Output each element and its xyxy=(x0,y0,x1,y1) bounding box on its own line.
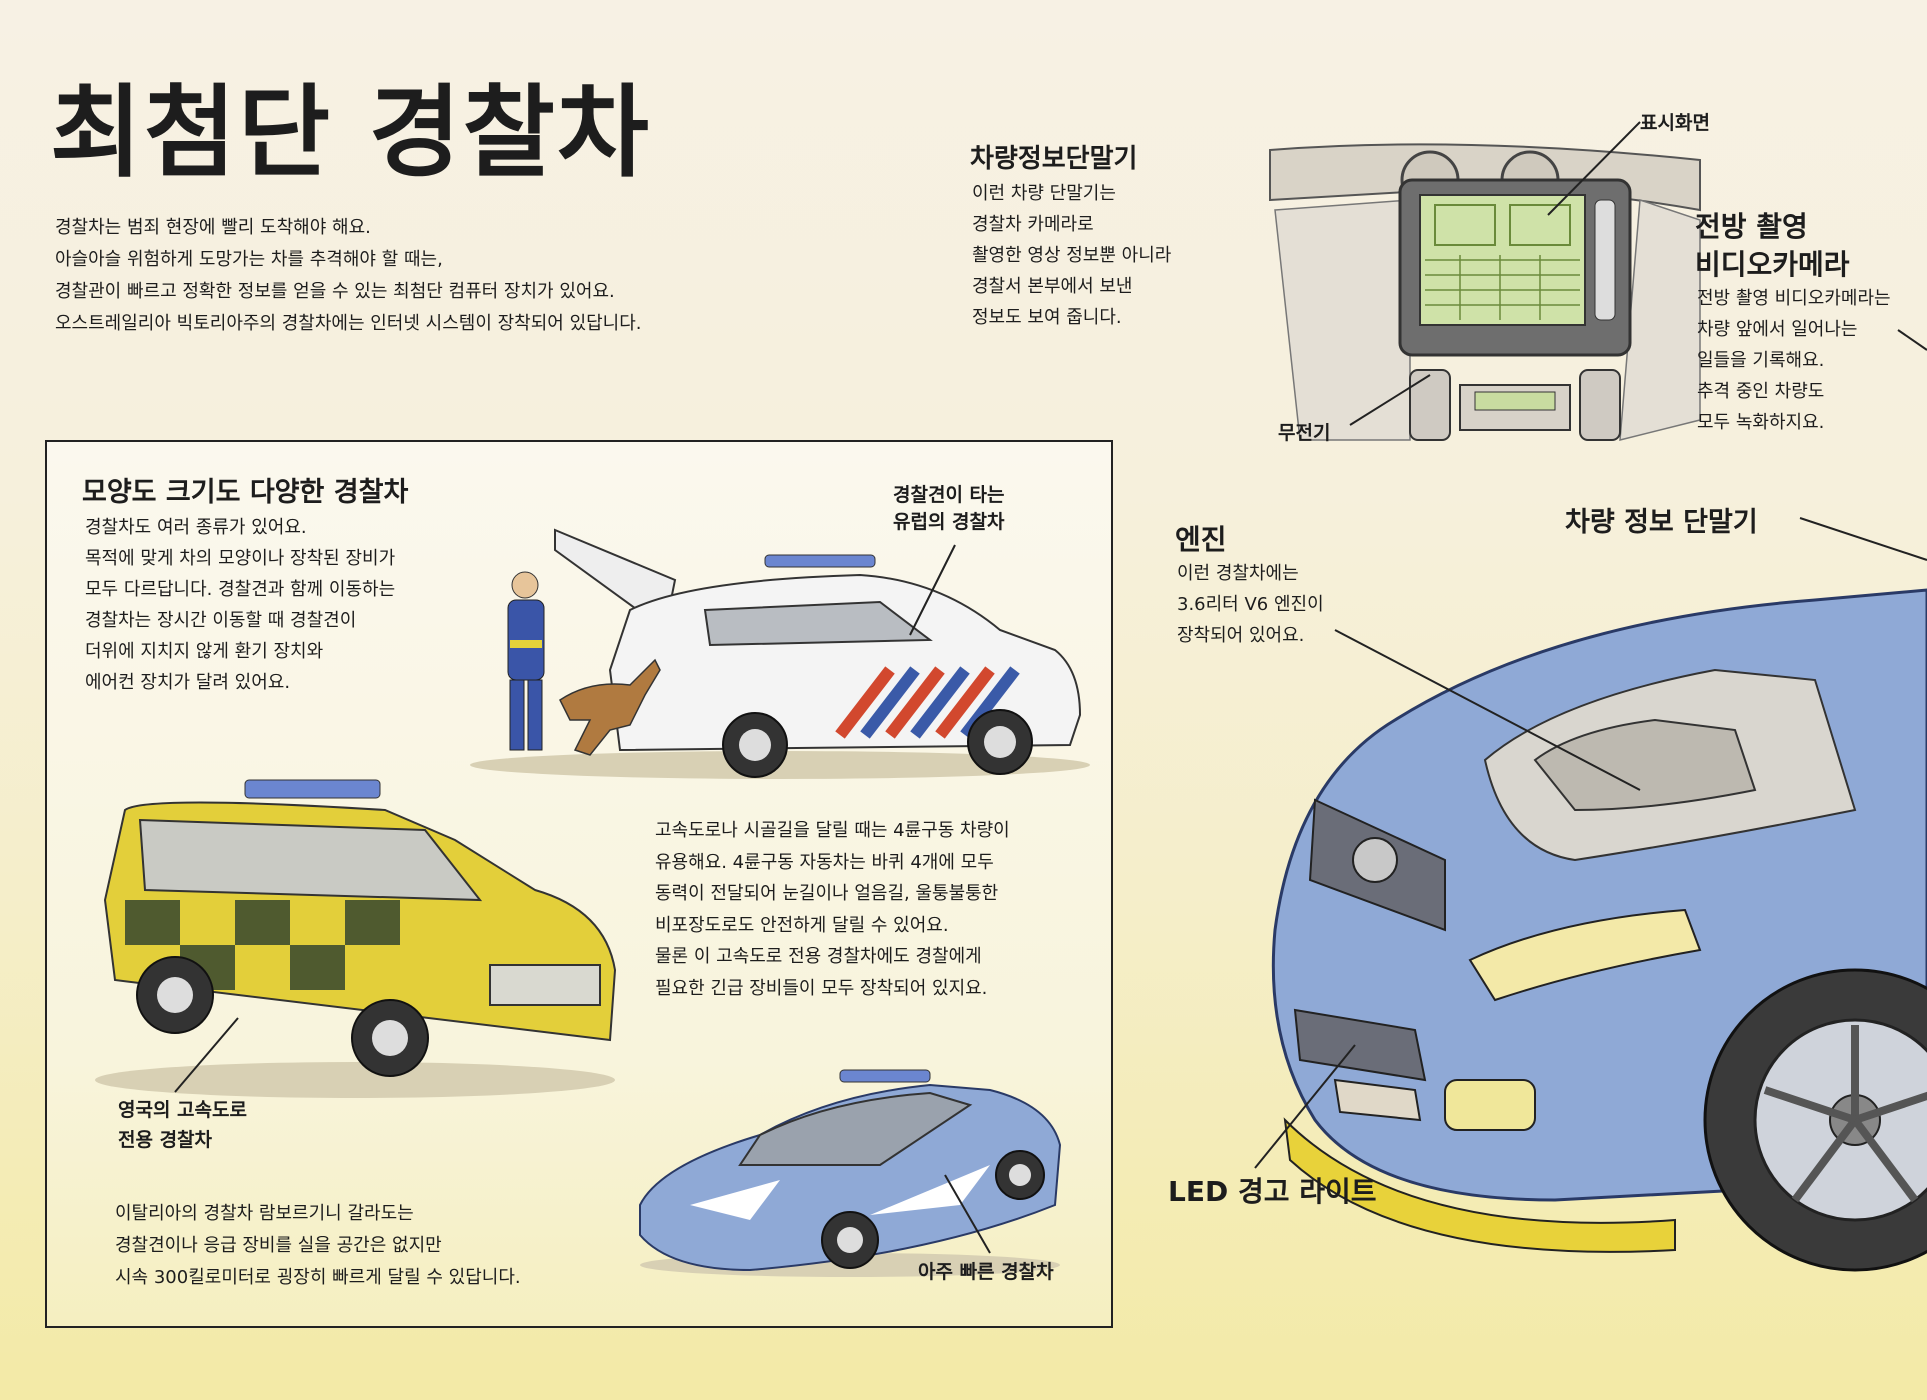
engine-line: 3.6리터 V6 엔진이 xyxy=(1177,594,1324,615)
panel-line: 모두 다르답니다. 경찰견과 함께 이동하는 xyxy=(85,579,396,600)
engine-line: 이런 경찰차에는 xyxy=(1177,563,1299,584)
intro-line: 아슬아슬 위험하게 도망가는 차를 추격해야 할 때는, xyxy=(55,249,443,270)
camera-line: 전방 촬영 비디오카메라는 xyxy=(1697,288,1891,309)
terminal-line: 촬영한 영상 정보뿐 아니라 xyxy=(972,245,1172,266)
uk-car-label-line: 영국의 고속도로 xyxy=(118,1099,247,1121)
led-warning-light-label: LED 경고 라이트 xyxy=(1168,1175,1377,1208)
camera-line: 추격 중인 차량도 xyxy=(1697,381,1825,402)
italy-line: 경찰견이나 응급 장비를 실을 공간은 없지만 xyxy=(115,1235,442,1256)
terminal-text: 이런 차량 단말기는 경찰차 카메라로 촬영한 영상 정보뿐 아니라 경찰서 본… xyxy=(972,178,1171,333)
terminal-line: 경찰차 카메라로 xyxy=(972,214,1094,235)
engine-heading: 엔진 xyxy=(1175,523,1227,556)
camera-heading-line1: 전방 촬영 xyxy=(1695,210,1808,243)
highway-line: 물론 이 고속도로 전용 경찰차에도 경찰에게 xyxy=(655,946,982,967)
panel-line: 에어컨 장치가 달려 있어요. xyxy=(85,672,291,693)
dog-car-label-line: 경찰견이 타는 xyxy=(893,484,1005,506)
italy-line: 이탈리아의 경찰차 람보르기니 갈라도는 xyxy=(115,1203,414,1224)
terminal-line: 이런 차량 단말기는 xyxy=(972,183,1116,204)
camera-line: 일들을 기록해요. xyxy=(1697,350,1825,371)
dog-car-label-line: 유럽의 경찰차 xyxy=(893,511,1005,533)
panel-line: 목적에 맞게 차의 모양이나 장착된 장비가 xyxy=(85,548,396,569)
engine-line: 장착되어 있어요. xyxy=(1177,625,1305,646)
intro-line: 경찰관이 빠르고 정확한 정보를 얻을 수 있는 최첨단 컴퓨터 장치가 있어요… xyxy=(55,281,615,302)
radio-label: 무전기 xyxy=(1278,422,1331,444)
terminal-label: 차량 정보 단말기 xyxy=(1565,507,1758,538)
uk-highway-police-car-illustration xyxy=(95,779,617,1098)
panel-intro-text: 경찰차도 여러 종류가 있어요. 목적에 맞게 차의 모양이나 장착된 장비가 … xyxy=(85,512,395,698)
page-title: 최첨단 경찰차 xyxy=(50,74,651,191)
uk-car-label: 영국의 고속도로 전용 경찰차 xyxy=(118,1095,247,1155)
highway-line: 고속도로나 시골길을 달릴 때는 4륜구동 차량이 xyxy=(655,820,1010,841)
camera-text: 전방 촬영 비디오카메라는 차량 앞에서 일어나는 일들을 기록해요. 추격 중… xyxy=(1697,283,1891,438)
highway-line: 비포장도로도 안전하게 달릴 수 있어요. xyxy=(655,914,949,936)
highway-car-text: 고속도로나 시골길을 달릴 때는 4륜구동 차량이 유용해요. 4륜구동 자동차… xyxy=(655,815,1010,1004)
terminal-heading: 차량정보단말기 xyxy=(970,144,1138,174)
panel-line: 경찰차도 여러 종류가 있어요. xyxy=(85,517,307,538)
camera-line: 차량 앞에서 일어나는 xyxy=(1697,319,1858,340)
intro-line: 오스트레일리아 빅토리아주의 경찰차에는 인터넷 시스템이 장착되어 있답니다. xyxy=(55,313,642,334)
display-label: 표시화면 xyxy=(1640,112,1710,134)
dashboard-illustration xyxy=(1269,143,1701,441)
camera-heading-line2: 비디오카메라 xyxy=(1695,248,1850,281)
highway-line: 유용해요. 4륜구동 자동차는 바퀴 4개에 모두 xyxy=(655,851,994,873)
intro-text: 경찰차는 범죄 현장에 빨리 도착해야 해요. 아슬아슬 위험하게 도망가는 차… xyxy=(55,212,642,340)
engine-text: 이런 경찰차에는 3.6리터 V6 엔진이 장착되어 있어요. xyxy=(1177,558,1324,651)
intro-line: 경찰차는 범죄 현장에 빨리 도착해야 해요. xyxy=(55,217,371,238)
panel-line: 경찰차는 장시간 이동할 때 경찰견이 xyxy=(85,610,357,631)
dutch-police-van-illustration xyxy=(470,528,1090,779)
italy-car-text: 이탈리아의 경찰차 람보르기니 갈라도는 경찰견이나 응급 장비를 실을 공간은… xyxy=(115,1198,521,1294)
camera-line: 모두 녹화하지요. xyxy=(1697,412,1825,433)
dog-car-label: 경찰견이 타는 유럽의 경찰차 xyxy=(893,480,1005,534)
uk-car-label-line: 전용 경찰차 xyxy=(118,1129,213,1151)
fast-car-label: 아주 빠른 경찰차 xyxy=(918,1261,1054,1283)
terminal-line: 경찰서 본부에서 보낸 xyxy=(972,276,1133,297)
terminal-line: 정보도 보여 줍니다. xyxy=(972,307,1122,328)
panel-line: 더위에 지치지 않게 환기 장치와 xyxy=(85,641,324,662)
panel-heading: 모양도 크기도 다양한 경찰차 xyxy=(82,477,409,508)
highway-line: 동력이 전달되어 눈길이나 얼음길, 울퉁불퉁한 xyxy=(655,883,999,904)
italy-line: 시속 300킬로미터로 굉장히 빠르게 달릴 수 있답니다. xyxy=(115,1267,521,1288)
big-police-car-illustration xyxy=(1271,588,1927,1272)
highway-line: 필요한 긴급 장비들이 모두 장착되어 있지요. xyxy=(655,977,988,999)
